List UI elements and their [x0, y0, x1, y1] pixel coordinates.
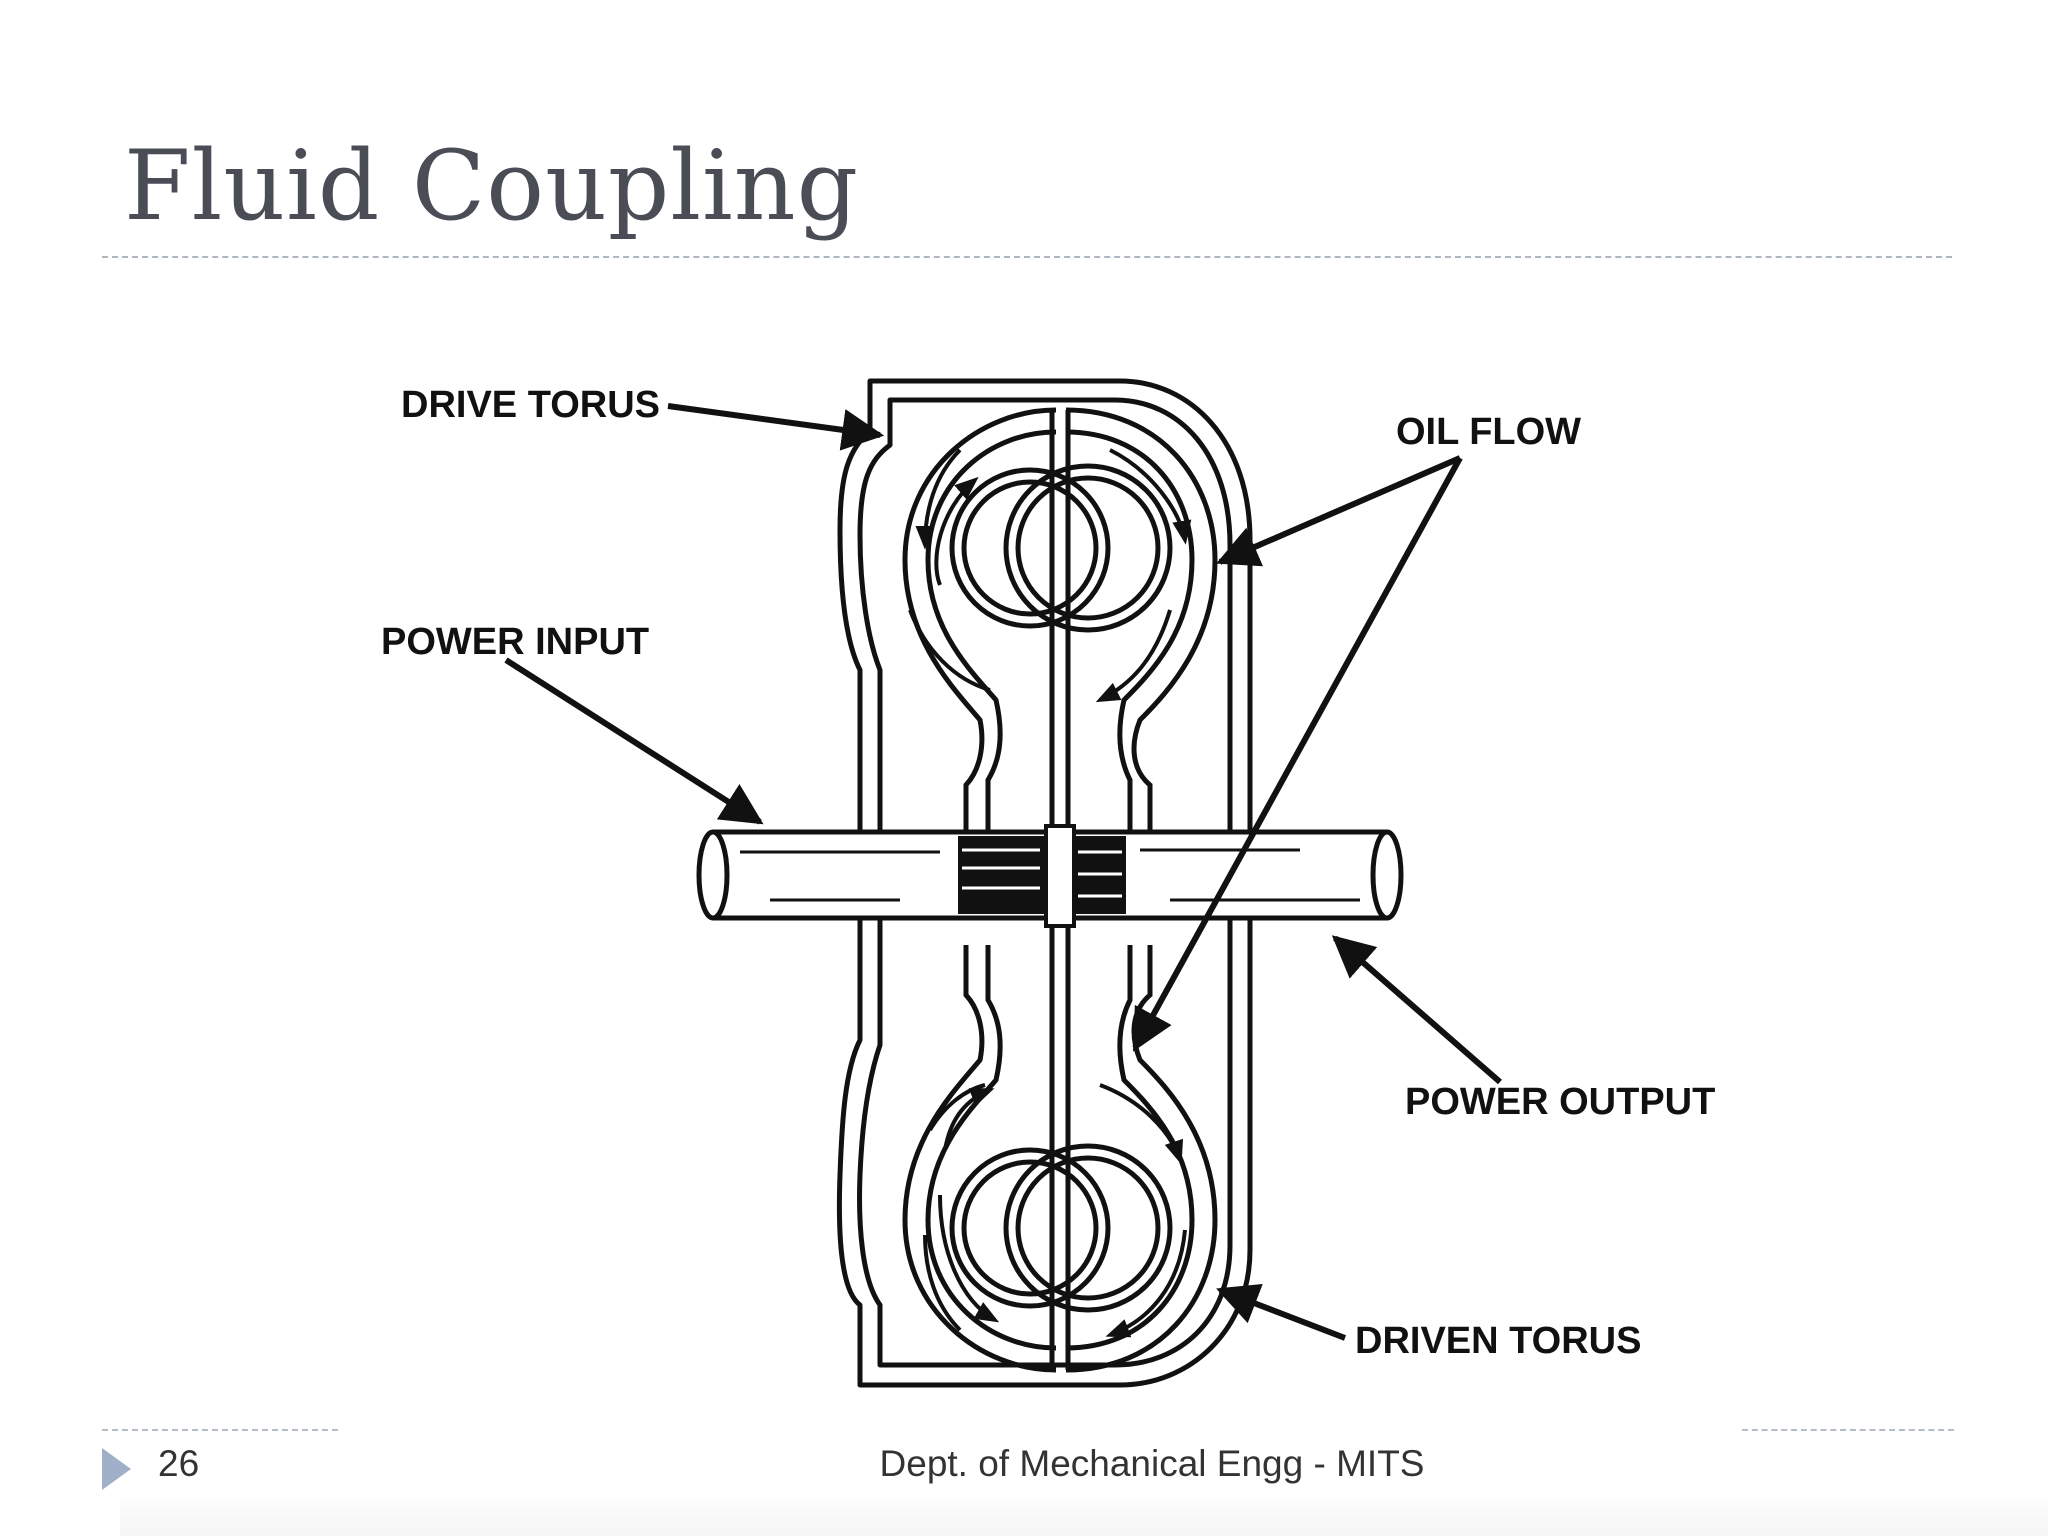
- label-drive-torus: DRIVE TORUS: [401, 384, 660, 426]
- callout-arrows: [504, 403, 1502, 1341]
- label-driven-torus: DRIVEN TORUS: [1355, 1320, 1641, 1362]
- label-oil-flow: OIL FLOW: [1396, 411, 1581, 453]
- slide-title: Fluid Coupling: [124, 130, 860, 242]
- footer-divider-left: [102, 1429, 338, 1431]
- drive-torus-arrow: [667, 403, 885, 451]
- footer-arrow-icon: [102, 1448, 131, 1490]
- page-number: 26: [158, 1443, 200, 1484]
- label-power-input: POWER INPUT: [381, 621, 649, 663]
- title-divider: [102, 256, 1952, 258]
- footer-band: [120, 1490, 2048, 1536]
- coupling-housing: [836, 378, 1253, 1388]
- oil-flow-arrow-lower: [1132, 456, 1463, 1052]
- power-output-arrow: [1331, 935, 1502, 1085]
- oil-flow-arrows: [908, 448, 1192, 1338]
- power-input-arrow: [504, 657, 764, 825]
- label-power-output: POWER OUTPUT: [1405, 1081, 1715, 1123]
- oil-flow-arrow-upper: [1216, 455, 1462, 567]
- shaft: [696, 824, 1404, 928]
- driven-torus-arrow: [1216, 1283, 1347, 1341]
- drive-torus: [902, 407, 1111, 1373]
- footer-divider-right: [1742, 1429, 1954, 1431]
